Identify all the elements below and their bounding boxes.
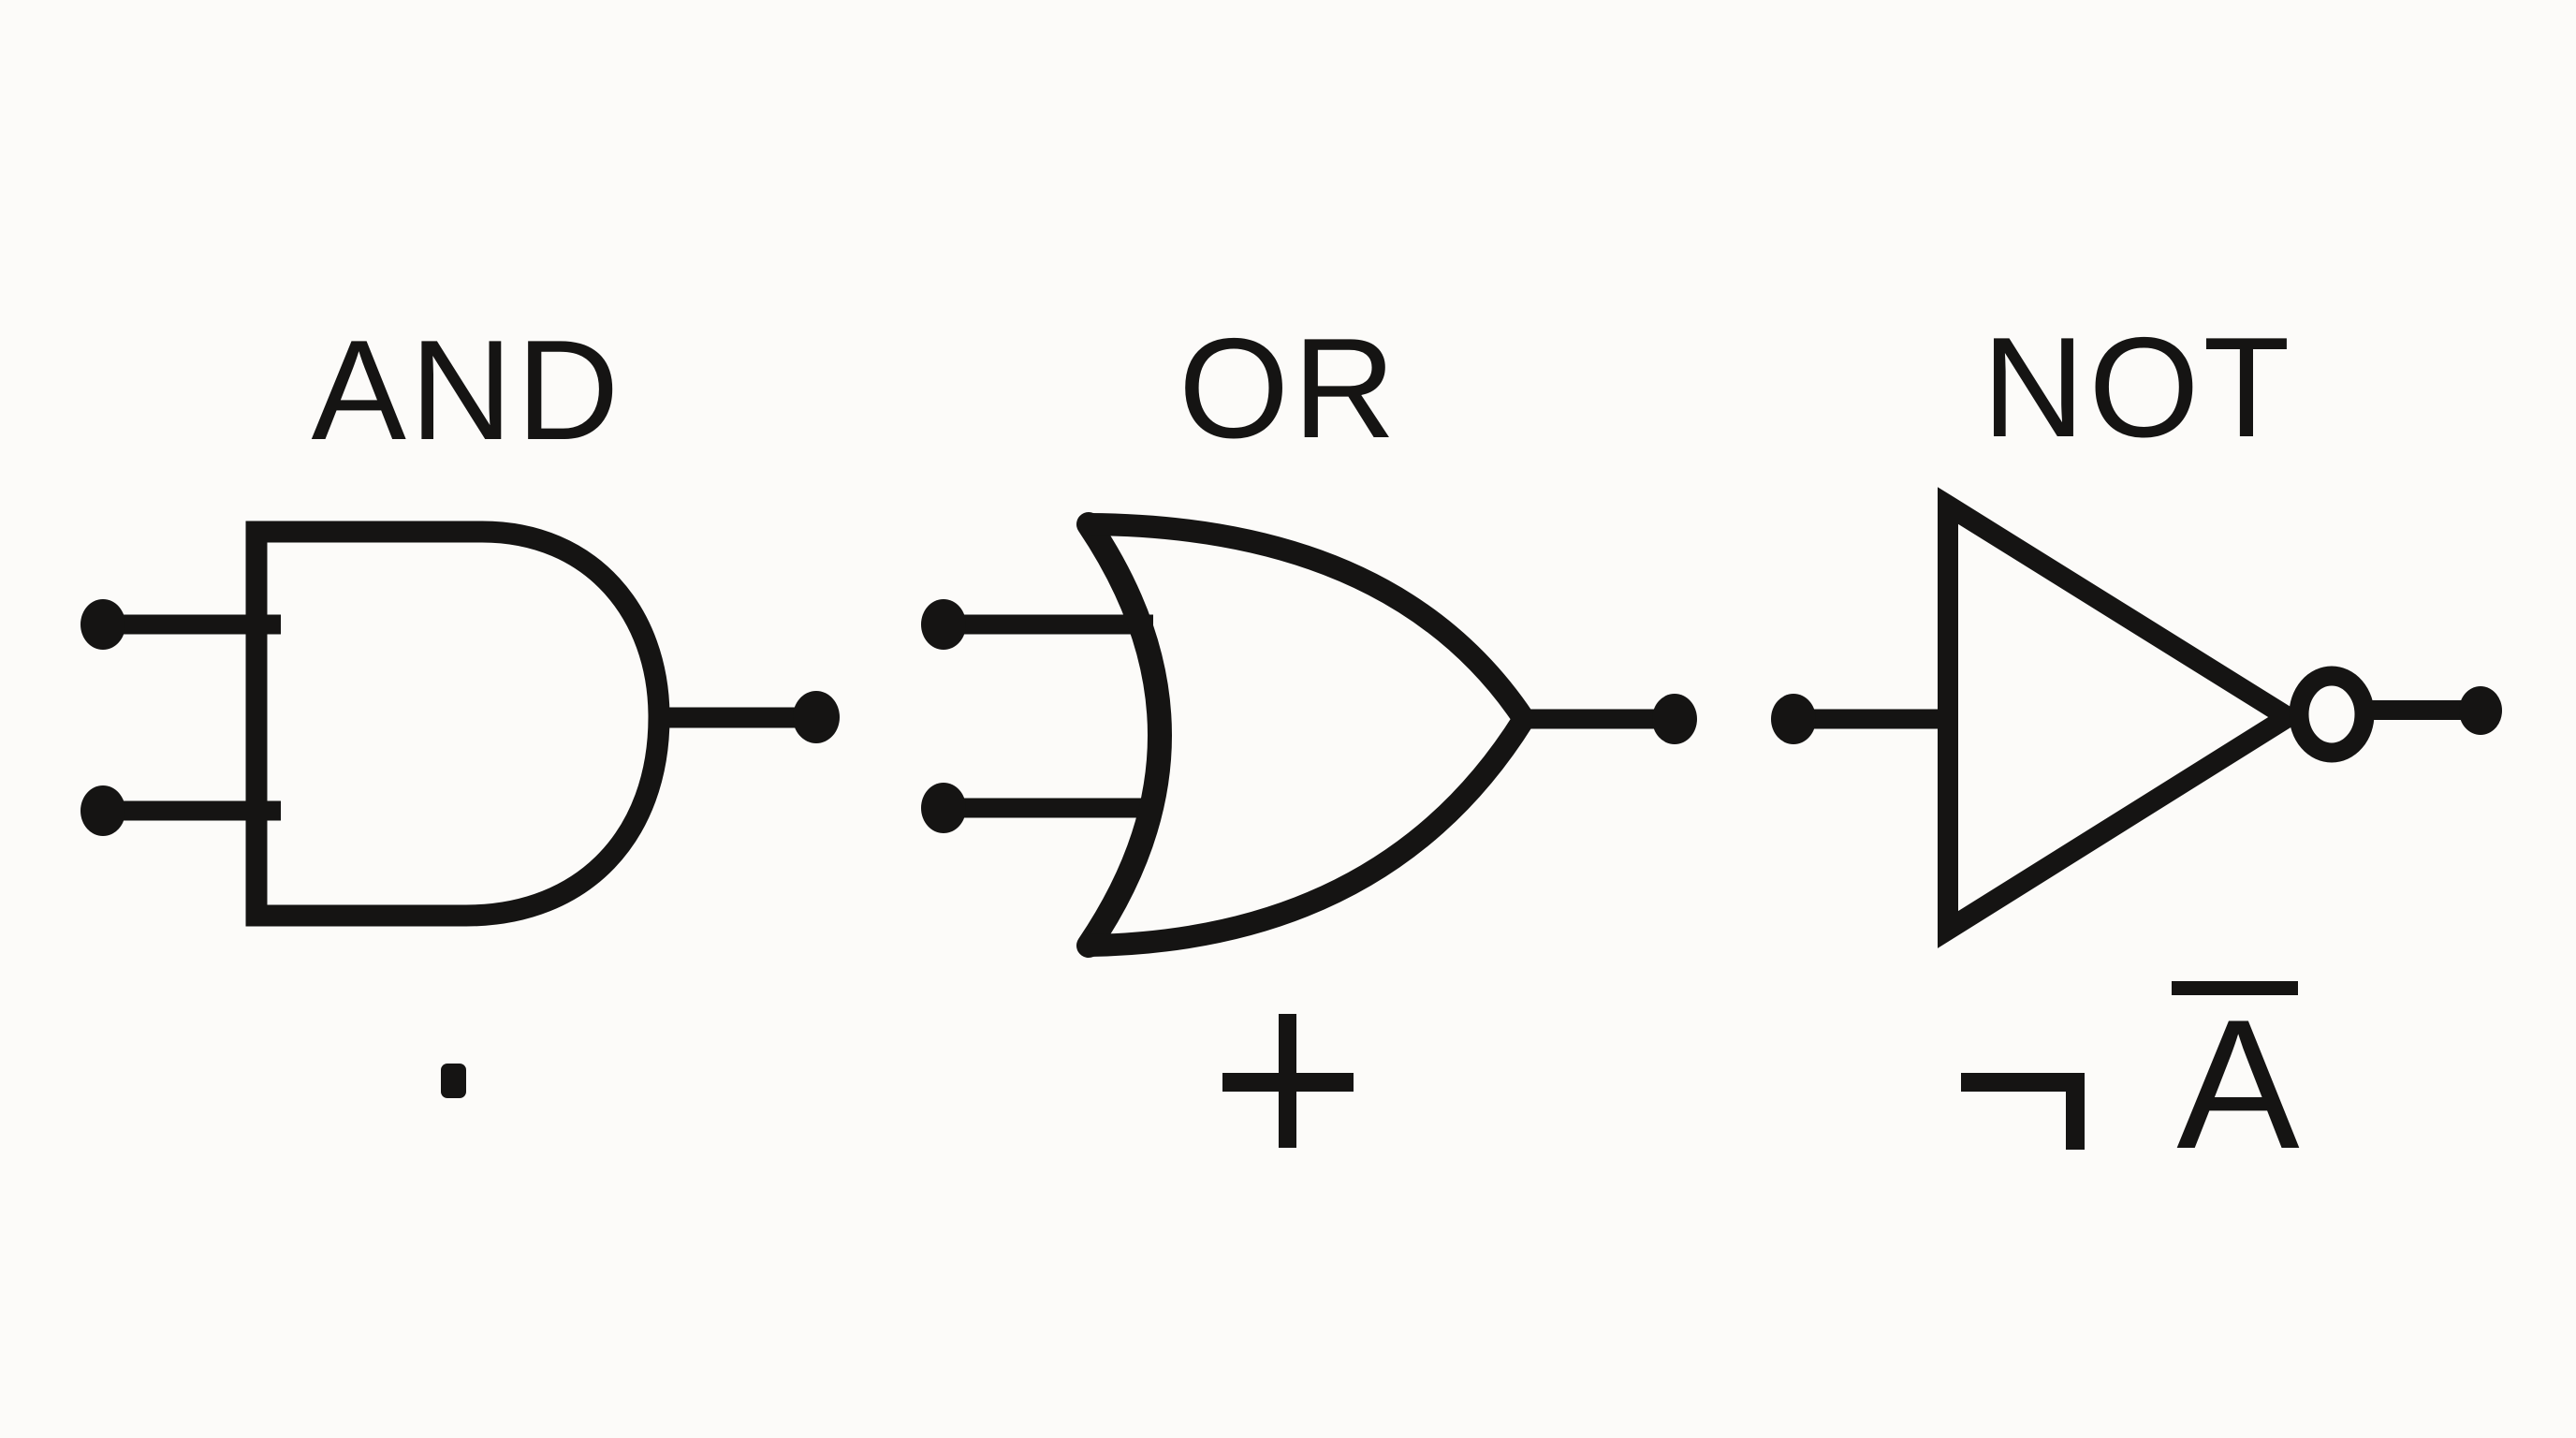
and-input-wire-2 (103, 800, 281, 821)
or-input-wire-1 (944, 614, 1153, 635)
not-gate-group: NOT A (1771, 308, 2502, 1187)
and-gate-group: AND (80, 311, 840, 1098)
overline-bar (2172, 981, 2298, 995)
or-gate-back-curve (1076, 512, 1172, 958)
and-gate-body (245, 521, 670, 927)
not-input-wire (1793, 709, 1958, 729)
or-gate-label: OR (1178, 309, 1399, 468)
plus-vertical-bar (1279, 1014, 1296, 1148)
or-input-terminal-dot-2 (921, 783, 966, 833)
negated-variable-letter: A (2176, 981, 2300, 1187)
not-inversion-bubble (2289, 666, 2375, 763)
or-output-terminal-dot (1652, 694, 1697, 744)
not-operator-expression: A (1961, 981, 2300, 1187)
or-input-terminal-dot-1 (921, 599, 966, 650)
not-output-wire (2372, 700, 2466, 720)
and-gate-label: AND (312, 311, 623, 470)
and-input-terminal-dot-2 (80, 785, 125, 836)
or-input-wire-2 (944, 798, 1146, 818)
and-gate-symbol (80, 521, 840, 927)
or-gate-symbol (921, 512, 1697, 958)
and-output-terminal-dot (793, 691, 840, 743)
and-input-terminal-dot-1 (80, 599, 125, 650)
or-output-wire (1524, 709, 1655, 729)
not-input-terminal-dot (1771, 694, 1816, 744)
not-gate-symbol (1771, 487, 2502, 948)
negation-vertical-bar (2066, 1073, 2085, 1150)
negation-horizontal-bar (1961, 1073, 2085, 1092)
not-gate-triangle (1938, 487, 2307, 948)
and-output-wire (655, 707, 800, 728)
and-input-wire-1 (103, 614, 281, 635)
not-gate-label: NOT (1983, 308, 2294, 467)
not-output-terminal-dot (2459, 686, 2502, 735)
or-operator-plus (1222, 1014, 1354, 1148)
and-operator-dot (441, 1064, 466, 1098)
negation-sign (1961, 1073, 2085, 1150)
or-gate-group: OR (921, 309, 1697, 1148)
